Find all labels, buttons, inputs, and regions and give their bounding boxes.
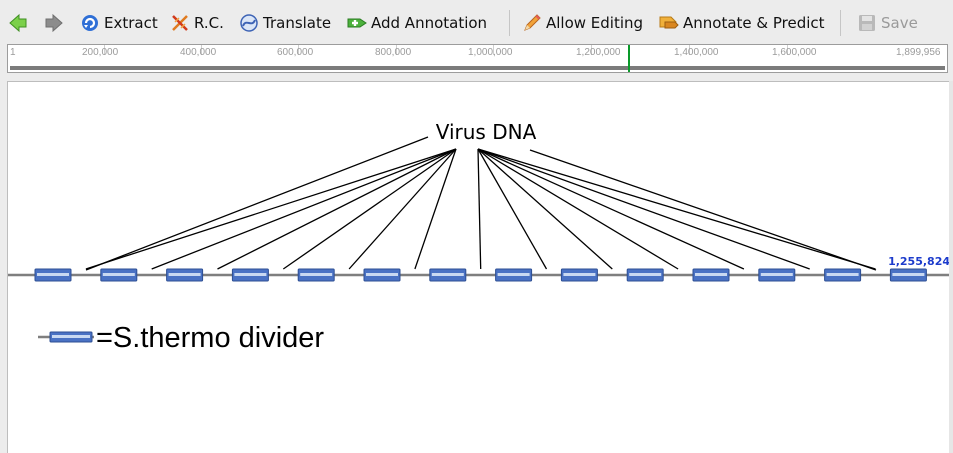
translate-label: Translate [263, 14, 332, 32]
divider-stripe [563, 273, 596, 276]
position-label: 1,255,824 [888, 255, 950, 268]
ruler-track [10, 66, 945, 70]
ruler-tick [298, 45, 299, 55]
leader-line [477, 148, 745, 270]
divider-stripe [892, 273, 925, 276]
reverse-complement-button[interactable]: R.C. [170, 11, 224, 35]
leader-line [477, 148, 679, 270]
leader-line [414, 148, 457, 270]
ruler-position-marker[interactable] [628, 45, 630, 72]
ruler-tick [493, 45, 494, 55]
allow-editing-label: Allow Editing [546, 14, 644, 32]
toolbar: Extract R.C. Translate Add Annotation [0, 0, 953, 44]
annotation-leader-lines [85, 136, 877, 271]
scrollbar[interactable] [949, 81, 953, 453]
divider-stripe [760, 273, 793, 276]
ruler-tick-label: 400,000 [180, 47, 217, 58]
divider-group [34, 268, 927, 282]
divider-stripe [431, 273, 464, 276]
annotation-title: Virus DNA [436, 120, 537, 144]
save-label: Save [881, 14, 918, 32]
leader-line [477, 148, 613, 270]
leader-line [85, 148, 457, 270]
forward-arrow-icon [45, 13, 63, 33]
extract-button[interactable]: Extract [80, 11, 158, 35]
ruler-tick-label: 200,000 [82, 47, 119, 58]
leader-line [529, 149, 877, 271]
save-button[interactable]: Save [857, 11, 918, 35]
legend: =S.thermo divider [38, 322, 324, 354]
divider-stripe [37, 273, 69, 276]
toolbar-separator [840, 10, 841, 36]
ruler-tick-label: 1,400,000 [674, 47, 719, 58]
ruler-tick [104, 45, 105, 55]
forward-button[interactable] [44, 11, 68, 35]
ruler-start-label: 1 [10, 47, 16, 58]
add-annotation-label: Add Annotation [371, 14, 488, 32]
ruler-tick [591, 45, 592, 55]
reverse-complement-icon [172, 15, 188, 31]
divider-stripe [168, 273, 201, 276]
add-annotation-button[interactable]: Add Annotation [347, 11, 487, 35]
leader-line [282, 148, 457, 270]
ruler-tick [689, 45, 690, 55]
divider-stripe [629, 273, 662, 276]
ruler-tick-label: 1,000,000 [468, 47, 513, 58]
divider-stripe [234, 273, 267, 276]
leader-line [85, 136, 429, 271]
leader-line [151, 148, 457, 270]
back-arrow-icon [9, 13, 27, 33]
annotate-predict-label: Annotate & Predict [683, 14, 825, 32]
translate-icon [240, 14, 258, 32]
divider-stripe [826, 273, 859, 276]
extract-icon [82, 15, 98, 31]
translate-button[interactable]: Translate [239, 11, 331, 35]
add-annotation-icon [347, 18, 367, 28]
back-button[interactable] [8, 11, 32, 35]
ruler-tick [396, 45, 397, 55]
ruler-tick-label: 1,600,000 [772, 47, 817, 58]
pencil-icon [524, 14, 541, 31]
leader-line [477, 148, 876, 270]
divider-stripe [497, 273, 530, 276]
leader-line [348, 148, 457, 270]
ruler-end-label: 1,899,956 [896, 47, 941, 58]
ruler-tick-label: 600,000 [277, 47, 314, 58]
save-icon [859, 15, 875, 31]
allow-editing-button[interactable]: Allow Editing [522, 11, 643, 35]
annotate-predict-button[interactable]: Annotate & Predict [659, 11, 825, 35]
sequence-diagram: Virus DNA 1,255,824 =S.thermo divider [8, 120, 953, 354]
ruler-tick-label: 800,000 [375, 47, 412, 58]
legend-divider-stripe [52, 335, 90, 338]
divider-stripe [102, 273, 135, 276]
divider-stripe [300, 273, 333, 276]
leader-line [477, 148, 548, 270]
leader-line [477, 148, 810, 270]
ruler-tick-label: 1,200,000 [576, 47, 621, 58]
sequence-ruler[interactable]: 1 200,000 400,000 600,000 800,000 1,000,… [7, 44, 948, 73]
toolbar-separator [509, 10, 510, 36]
sequence-canvas[interactable]: Virus DNA 1,255,824 =S.thermo divider [7, 81, 953, 453]
extract-label: Extract [104, 14, 158, 32]
divider-stripe [366, 273, 398, 276]
divider-stripe [695, 273, 727, 276]
ruler-tick [787, 45, 788, 55]
leader-line [477, 148, 482, 270]
ruler-tick [201, 45, 202, 55]
annotate-predict-icon [659, 16, 679, 29]
legend-text: =S.thermo divider [96, 322, 324, 354]
leader-line [217, 148, 457, 270]
rc-label: R.C. [194, 14, 224, 32]
